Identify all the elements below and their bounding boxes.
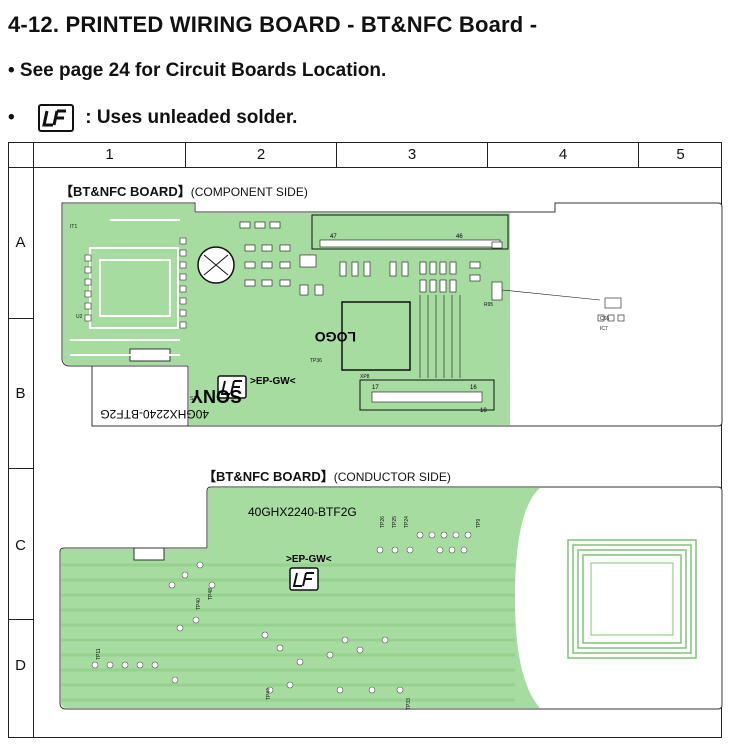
col-header-3: 3 — [336, 142, 487, 167]
svg-text:46: 46 — [456, 234, 463, 240]
svg-text:C66: C66 — [600, 316, 609, 322]
svg-text:TP24: TP24 — [404, 516, 410, 528]
component-epgw: >EP-GW< — [250, 376, 296, 387]
svg-text:TP25: TP25 — [392, 516, 398, 528]
row-divider — [8, 619, 33, 620]
svg-text:TP33: TP33 — [406, 698, 412, 710]
svg-text:U2: U2 — [76, 314, 83, 320]
svg-text:XP8: XP8 — [360, 374, 370, 380]
row-label-b: B — [15, 385, 26, 402]
svg-text:17: 17 — [372, 385, 379, 391]
conductor-side-title: 【BT&NFC BOARD】(CONDUCTOR SIDE) — [203, 469, 451, 484]
col-header-4: 4 — [487, 142, 638, 167]
row-label-d: D — [15, 657, 26, 674]
conductor-epgw: >EP-GW< — [286, 554, 332, 565]
col-header-1: 1 — [33, 142, 185, 167]
row-label-divider — [33, 167, 34, 738]
location-note: • See page 24 for Circuit Boards Locatio… — [8, 60, 387, 81]
row-label-c: C — [15, 537, 26, 554]
svg-text:TP11: TP11 — [96, 648, 102, 660]
row-divider — [8, 318, 33, 319]
solder-note-text: : Uses unleaded solder. — [85, 107, 298, 129]
solder-note: • : Uses unleaded solder. — [8, 104, 297, 132]
svg-text:TP48: TP48 — [208, 588, 214, 600]
bullet-dot: • — [8, 107, 15, 129]
svg-text:47: 47 — [330, 234, 337, 240]
logo-box-label: LOGO — [315, 329, 356, 345]
svg-text:TP40: TP40 — [196, 598, 202, 610]
svg-text:16: 16 — [470, 385, 477, 391]
component-side-title: 【BT&NFC BOARD】(COMPONENT SIDE) — [60, 184, 308, 199]
component-brand: SONY — [191, 386, 242, 406]
row-divider — [8, 468, 33, 469]
svg-text:TP9: TP9 — [476, 519, 482, 528]
grid-frame — [8, 142, 722, 738]
svg-text:IC7: IC7 — [600, 326, 608, 332]
svg-text:R95: R95 — [484, 302, 493, 308]
row-label-a: A — [15, 234, 26, 251]
svg-text:S1: S1 — [190, 396, 196, 402]
header-divider — [8, 167, 722, 168]
lead-free-icon — [37, 104, 74, 132]
svg-text:TP44: TP44 — [266, 688, 272, 700]
svg-text:TP26: TP26 — [380, 516, 386, 528]
col-header-2: 2 — [185, 142, 336, 167]
component-part-number: 40GHX2240-BTF2G — [100, 407, 209, 421]
svg-text:IT1: IT1 — [70, 224, 77, 230]
svg-text:18: 18 — [480, 408, 487, 414]
svg-text:TP36: TP36 — [310, 358, 322, 364]
conductor-part-number: 40GHX2240-BTF2G — [248, 505, 357, 519]
page-title: 4-12. PRINTED WIRING BOARD - BT&NFC Boar… — [8, 12, 538, 37]
col-header-5: 5 — [638, 142, 722, 167]
